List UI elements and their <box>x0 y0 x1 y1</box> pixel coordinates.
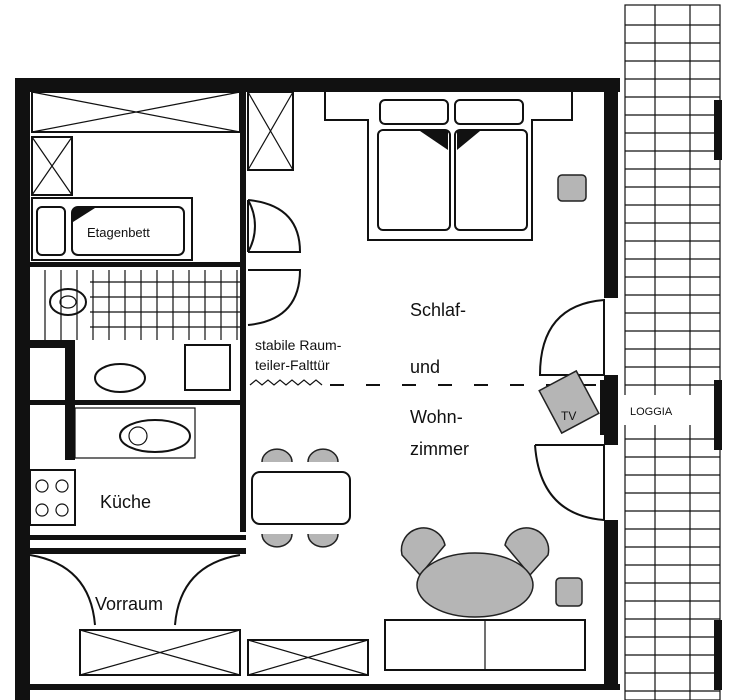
bunk-bed-label: Etagenbett <box>87 225 150 240</box>
kitchen-label: Küche <box>100 492 151 512</box>
bunk-bed: Etagenbett <box>31 197 193 261</box>
divider-label-line1: stabile Raum- <box>255 337 342 353</box>
living-label-line4: zimmer <box>410 439 469 459</box>
divider-label-line2: teiler-Falttür <box>255 357 330 373</box>
living-label-line2: und <box>410 357 440 377</box>
outer-walls <box>15 78 620 700</box>
dining-table <box>251 448 351 548</box>
living-label-line3: Wohn- <box>410 407 463 427</box>
double-bed <box>324 92 587 241</box>
lounge <box>384 527 586 671</box>
hall-label: Vorraum <box>95 594 163 614</box>
bathroom <box>44 270 240 393</box>
tv-label: TV <box>561 409 576 423</box>
loggia: LOGGIA <box>612 4 722 700</box>
doors <box>29 199 605 626</box>
wardrobes <box>31 91 369 676</box>
tv: TV <box>538 369 608 435</box>
kitchen: Küche <box>29 407 196 526</box>
loggia-label: LOGGIA <box>630 406 673 418</box>
living-label-line1: Schlaf- <box>410 300 466 320</box>
